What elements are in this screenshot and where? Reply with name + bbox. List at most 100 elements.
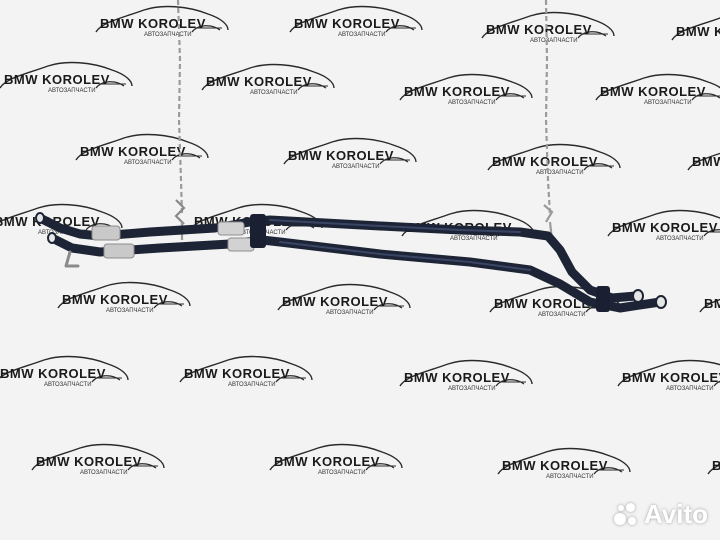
hanging-chain-right	[543, 0, 554, 241]
watermark-brand: BMW KOROLEV	[692, 154, 720, 169]
watermark-brand: BMW KOROLEV	[206, 74, 312, 89]
watermark-brand: BMW KOROLEV	[294, 16, 400, 31]
avito-logo: Avito	[612, 499, 708, 530]
watermark-brand: BMW KOROLEV	[622, 370, 720, 385]
car-silhouette-icon	[283, 137, 417, 165]
watermark-subtitle: АВТОЗАПЧАСТИ	[106, 308, 154, 314]
watermark-brand: BMW KOROLEV	[80, 144, 186, 159]
car-silhouette-icon	[487, 143, 621, 171]
watermark-brand: BMW KOROLEV	[274, 454, 380, 469]
watermark-subtitle: АВТОЗАПЧАСТИ	[80, 470, 128, 476]
watermark-brand: BMW KOROLEV	[502, 458, 608, 473]
watermark-subtitle: АВТОЗАПЧАСТИ	[228, 382, 276, 388]
watermark-subtitle: АВТОЗАПЧАСТИ	[666, 386, 714, 392]
watermark-brand: BMW KOROLEV	[404, 370, 510, 385]
watermark-subtitle: АВТОЗАПЧАСТИ	[124, 160, 172, 166]
watermark-brand: BMW KOROLEV	[4, 72, 110, 87]
watermark-subtitle: АВТОЗАПЧАСТИ	[644, 100, 692, 106]
hanging-chain-left	[174, 0, 186, 240]
left-fittings	[64, 221, 255, 268]
watermark-brand: BMW KOROLEV	[492, 154, 598, 169]
car-silhouette-icon	[0, 61, 133, 89]
watermark-subtitle: АВТОЗАПЧАСТИ	[44, 382, 92, 388]
clamp-bracket	[596, 286, 610, 312]
avito-text: Avito	[643, 499, 708, 529]
watermark-brand: BMW KOROLEV	[36, 454, 142, 469]
watermark-subtitle: АВТОЗАПЧАСТИ	[318, 470, 366, 476]
car-silhouette-icon	[201, 63, 335, 91]
watermark-subtitle: АВТОЗАПЧАСТИ	[530, 38, 578, 44]
watermark-brand: BMW KOROLEV	[486, 22, 592, 37]
car-silhouette-icon	[289, 5, 423, 33]
car-silhouette-icon	[95, 5, 229, 33]
clamp-bracket	[250, 214, 266, 248]
watermark-subtitle: АВТОЗАПЧАСТИ	[538, 312, 586, 318]
car-silhouette-icon	[0, 355, 129, 383]
car-silhouette-icon	[687, 152, 720, 171]
watermark-subtitle: АВТОЗАПЧАСТИ	[656, 236, 704, 242]
watermark-brand: BMW KOROLEV	[704, 296, 720, 311]
watermark-brand: BMW KOROLEV	[288, 148, 394, 163]
car-silhouette-icon	[269, 443, 403, 471]
car-silhouette-icon	[497, 447, 631, 475]
car-silhouette-icon	[179, 355, 313, 383]
watermark-brand: BMW KOROLEV	[404, 84, 510, 99]
watermark-subtitle: АВТОЗАПЧАСТИ	[144, 32, 192, 38]
car-silhouette-icon	[595, 73, 720, 101]
watermark-subtitle: АВТОЗАПЧАСТИ	[546, 474, 594, 480]
watermark-subtitle: АВТОЗАПЧАСТИ	[326, 310, 374, 316]
watermark-subtitle: АВТОЗАПЧАСТИ	[448, 386, 496, 392]
car-silhouette-icon	[481, 11, 615, 39]
car-silhouette-icon	[31, 443, 165, 471]
watermark-subtitle: АВТОЗАПЧАСТИ	[338, 32, 386, 38]
watermark-brand: BMW KOROLEV	[676, 24, 720, 39]
watermark-brand: BMW KOROLEV	[184, 366, 290, 381]
avito-dots-icon	[612, 501, 640, 529]
car-silhouette-icon	[57, 281, 191, 309]
watermark-brand: BMW KOROLEV	[0, 366, 106, 381]
car-silhouette-icon	[671, 17, 720, 41]
car-silhouette-icon	[699, 298, 720, 313]
watermark-subtitle: АВТОЗАПЧАСТИ	[450, 236, 498, 242]
watermark-subtitle: АВТОЗАПЧАСТИ	[48, 88, 96, 94]
cooler-hose-assembly	[35, 212, 667, 313]
watermark-brand: BMW KOROLEV	[62, 292, 168, 307]
watermark-brand: BMW KOROLEV	[712, 458, 720, 473]
car-silhouette-icon	[399, 359, 533, 387]
watermark-subtitle: АВТОЗАПЧАСТИ	[536, 170, 584, 176]
watermark-subtitle: АВТОЗАПЧАСТИ	[448, 100, 496, 106]
watermark-brand: BMW KOROLEV	[494, 296, 600, 311]
car-silhouette-icon	[277, 283, 411, 311]
watermark-subtitle: АВТОЗАПЧАСТИ	[332, 164, 380, 170]
watermark-brand: BMW KOROLEV	[600, 84, 706, 99]
watermark-brand: BMW KOROLEV	[282, 294, 388, 309]
watermark-subtitle: АВТОЗАПЧАСТИ	[250, 90, 298, 96]
car-silhouette-icon	[617, 359, 720, 387]
car-silhouette-icon	[399, 73, 533, 101]
watermark-brand: BMW KOROLEV	[612, 220, 718, 235]
car-silhouette-icon	[607, 209, 720, 237]
